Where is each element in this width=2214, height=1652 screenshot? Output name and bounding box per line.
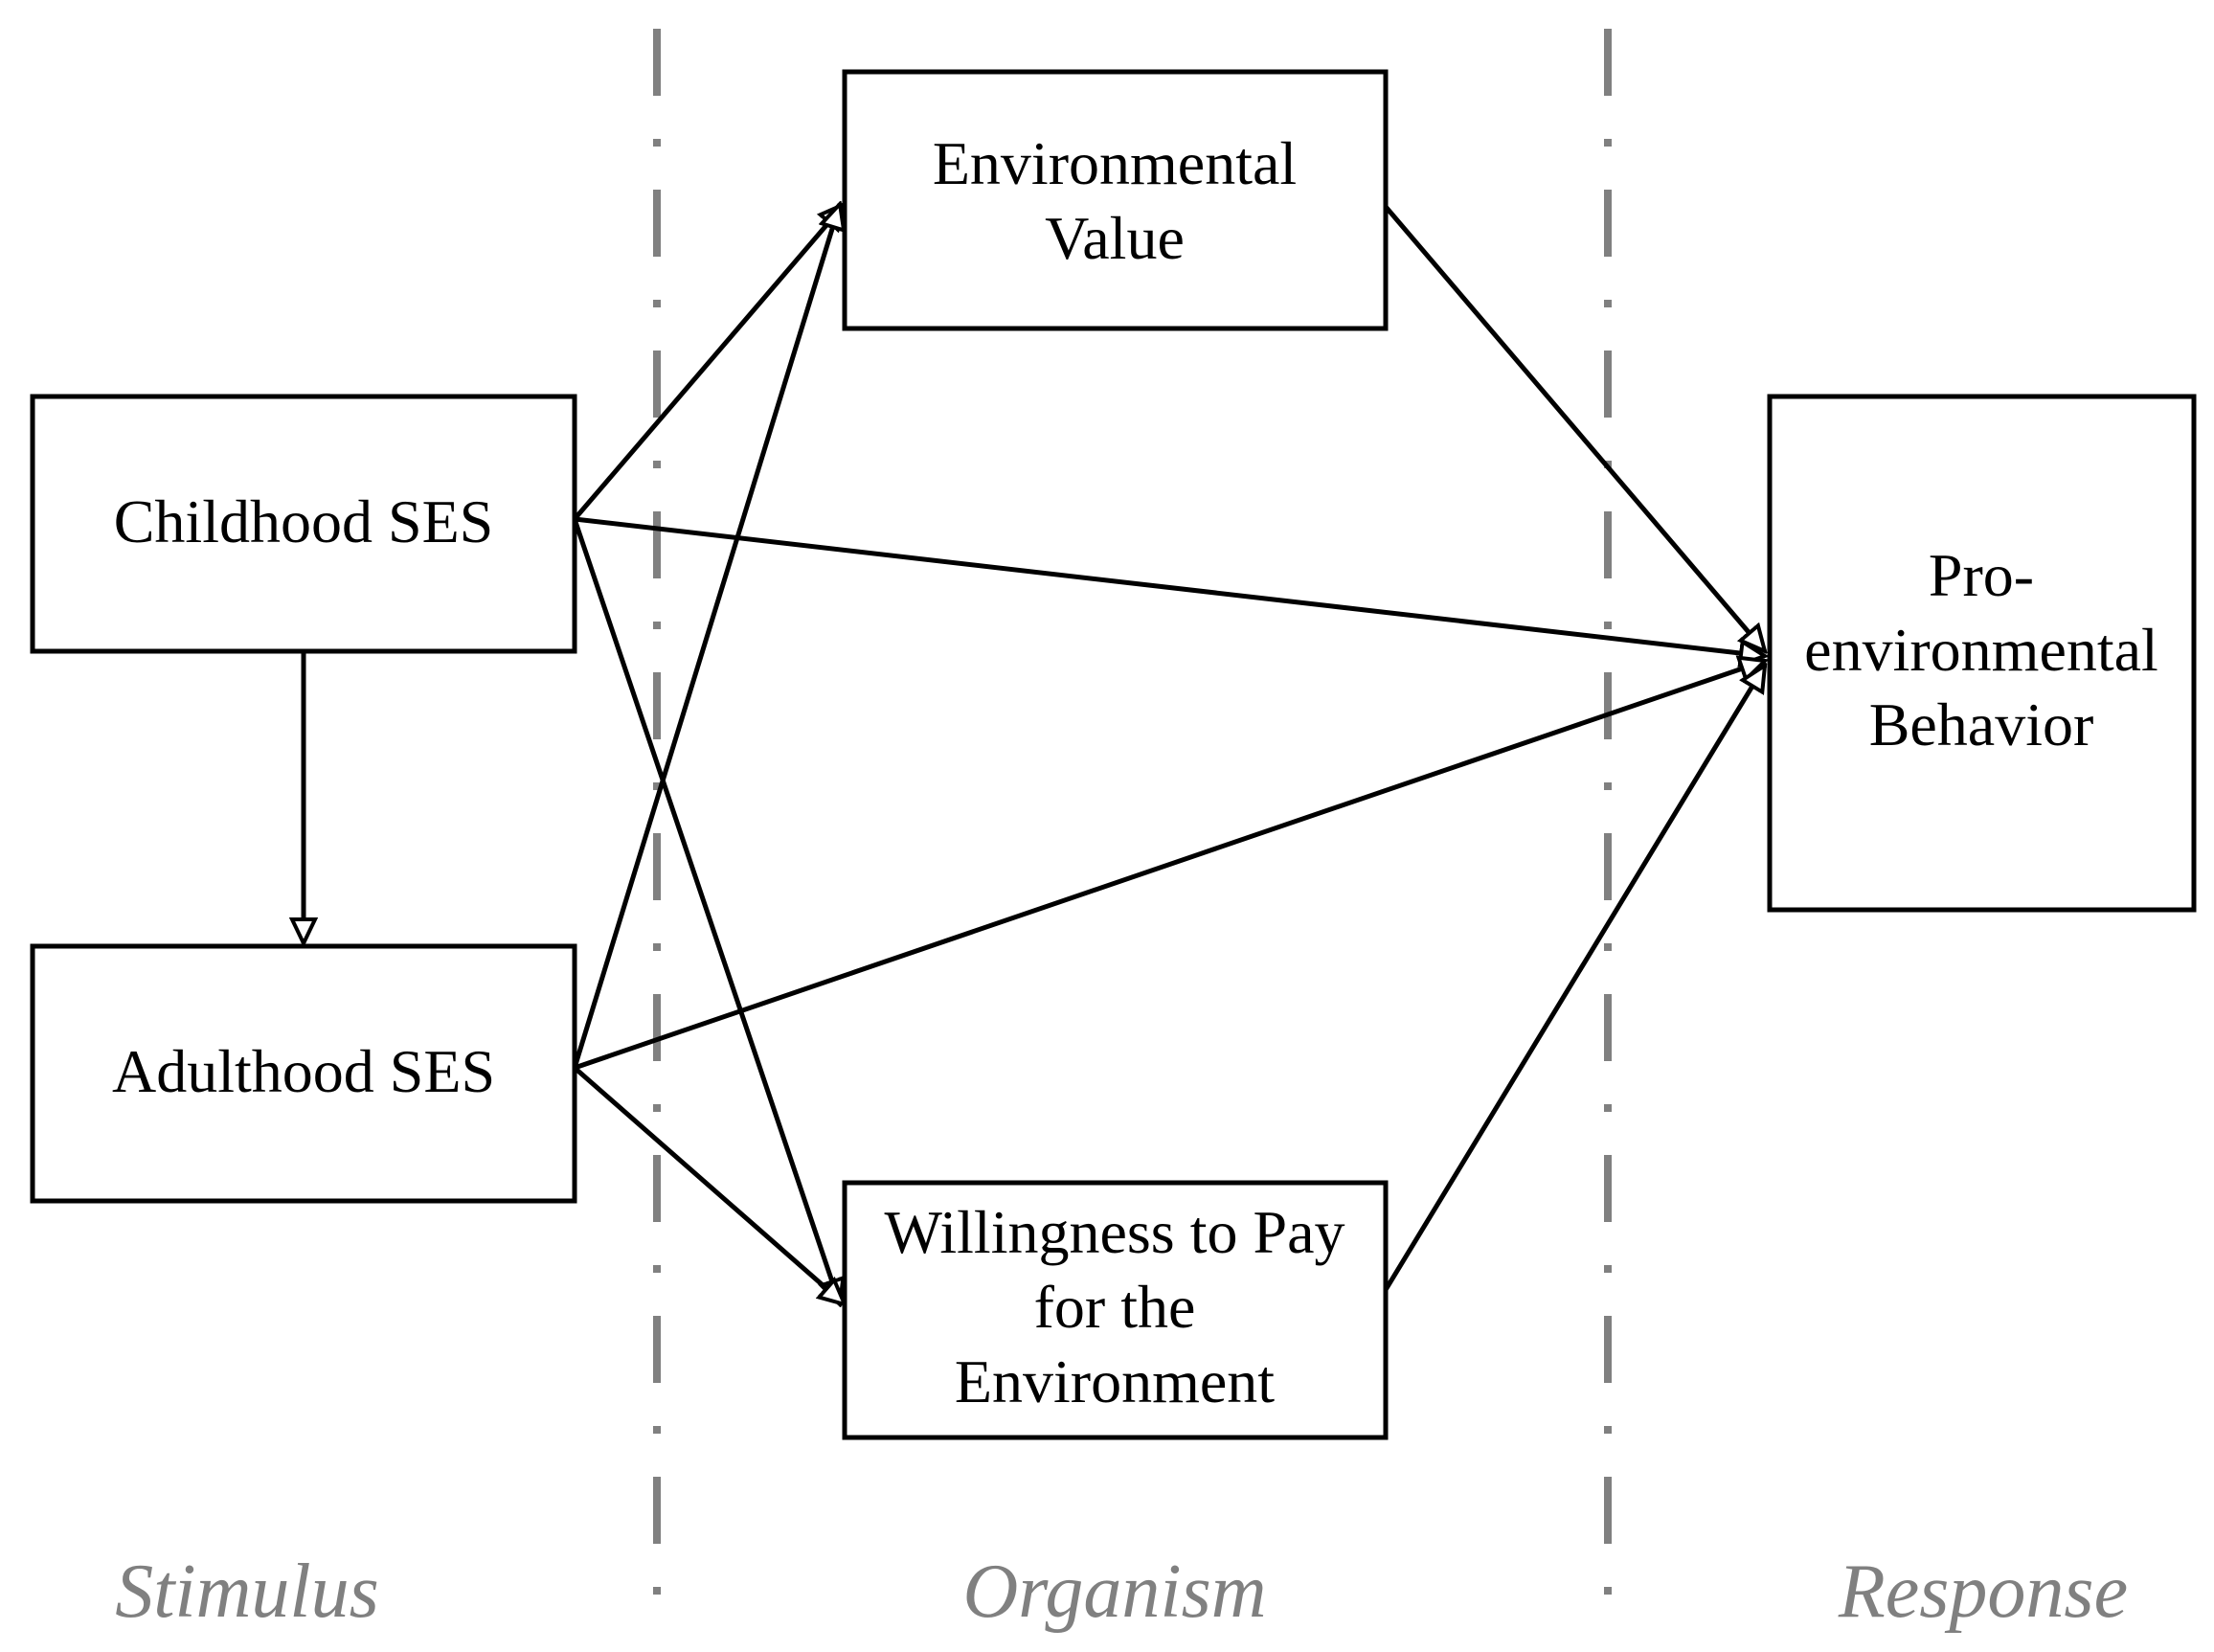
willingness-to-pay-box <box>842 1180 1389 1440</box>
stage-dividers <box>653 29 1612 1638</box>
willingness-to-pay-label-line-3: Environment <box>955 1347 1275 1415</box>
pro-environmental-behavior-label-line-2: environmental <box>1804 616 2158 684</box>
pro-environmental-behavior-label-line-1: Pro- <box>1929 541 2034 609</box>
edge-adulthood-to-env-value <box>572 204 840 1069</box>
node-willingness-to-pay: Willingness to Pay for the Environment <box>842 1180 1389 1440</box>
edge-childhood-to-env-value <box>573 204 845 521</box>
edge-childhood-to-wtp <box>572 518 840 1304</box>
childhood-ses-box <box>30 394 577 654</box>
stage-label-stimulus: Stimulus <box>115 1550 379 1634</box>
stage-label-organism: Organism <box>962 1550 1266 1634</box>
environmental-value-label-line-2: Value <box>1045 204 1185 272</box>
node-childhood-ses: Childhood SES <box>30 394 577 654</box>
pro-environmental-behavior-box <box>1767 394 2197 913</box>
edge-wtp-to-peb <box>1378 666 1765 1300</box>
willingness-to-pay-label-line-1: Willingness to Pay <box>885 1198 1345 1266</box>
edge-env-value-to-peb <box>1379 199 1765 651</box>
edge-adulthood-to-peb <box>574 661 1765 1071</box>
environmental-value-box <box>842 69 1389 331</box>
pro-environmental-behavior-label-line-3: Behavior <box>1869 690 2094 758</box>
stage-label-response: Response <box>1838 1550 2128 1634</box>
adulthood-ses-box <box>30 943 577 1204</box>
node-pro-environmental-behavior: Pro- environmental Behavior <box>1767 394 2197 913</box>
environmental-value-label-line-1: Environmental <box>933 129 1297 197</box>
edge-adulthood-to-wtp <box>573 1066 845 1304</box>
node-environmental-value: Environmental Value <box>842 69 1389 331</box>
edges <box>304 199 1765 1304</box>
stage-labels: Stimulus Organism Response <box>115 1550 2128 1634</box>
adulthood-ses-label: Adulthood SES <box>112 1037 495 1105</box>
childhood-ses-label: Childhood SES <box>114 487 494 555</box>
edge-childhood-to-peb <box>574 516 1765 656</box>
node-adulthood-ses: Adulthood SES <box>30 943 577 1204</box>
willingness-to-pay-label-line-2: for the <box>1034 1273 1196 1341</box>
